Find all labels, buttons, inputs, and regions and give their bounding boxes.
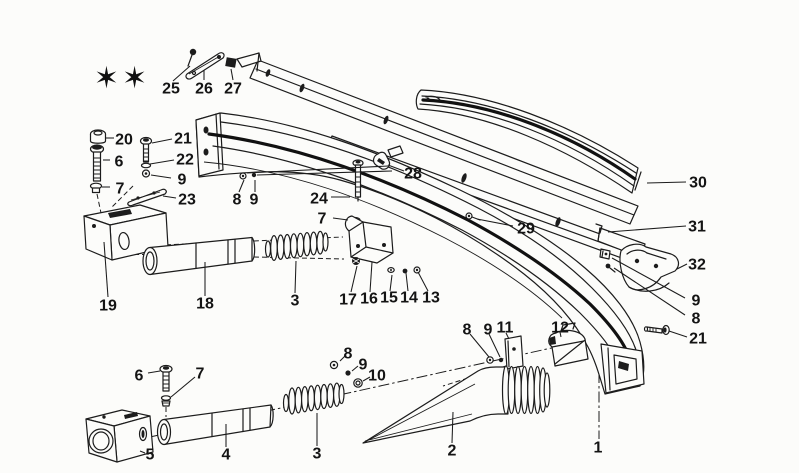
callout-11-21: 11 (497, 320, 514, 337)
callout-32-43: 32 (688, 257, 706, 274)
callout-20-30: 20 (115, 132, 133, 149)
bolt-6-lower (159, 364, 173, 392)
clip-28 (372, 151, 391, 170)
bumper-end-cap (600, 343, 645, 394)
callout-14-24: 14 (400, 290, 418, 307)
callout-7-10: 7 (196, 366, 205, 383)
callout-21-31: 21 (174, 131, 192, 148)
callout-3-3: 3 (313, 446, 322, 463)
callout-2-1: 2 (448, 443, 457, 460)
nut-17 (352, 257, 360, 265)
callout-8-14: 8 (692, 311, 701, 328)
callout-9-19: 9 (692, 293, 701, 310)
callout-6-6: 6 (115, 154, 124, 171)
bracket-32 (619, 243, 680, 292)
bolt-6-upper (89, 144, 105, 182)
callout-23-34: 23 (178, 192, 196, 209)
bolt-21-right (643, 324, 670, 336)
callout-3-2: 3 (291, 293, 300, 310)
callout-7-8: 7 (116, 181, 125, 198)
clamp-bracket-16 (344, 215, 394, 264)
screw-29 (465, 212, 481, 221)
callout-31-42: 31 (688, 219, 706, 236)
leader-lines (102, 65, 688, 454)
washer-nut-7-upper (89, 182, 103, 194)
plate-11 (504, 335, 524, 370)
washer-clip-7-lower (160, 395, 172, 407)
clamp-bracket-12 (548, 322, 589, 367)
callout-27-38: 27 (224, 81, 242, 98)
callout-15-25: 15 (380, 290, 398, 307)
callout-22-33: 22 (176, 152, 194, 169)
nut-9-left (141, 169, 151, 178)
callout-24-35: 24 (310, 191, 328, 208)
washer-13 (413, 266, 421, 274)
washer-9-lower (345, 370, 351, 376)
callout-8-13: 8 (463, 322, 472, 339)
callout-6-7: 6 (135, 368, 144, 385)
callout-9-15: 9 (178, 172, 187, 189)
callout-7-9: 7 (318, 211, 327, 228)
callout-17-27: 17 (339, 292, 357, 309)
grommet-10 (353, 378, 363, 388)
callout-9-16: 9 (250, 192, 259, 209)
washer-14 (402, 268, 408, 274)
callout-9-18: 9 (484, 322, 493, 339)
bumper-top-tab (387, 145, 404, 158)
callout-5-5: 5 (146, 447, 155, 464)
washer-22 (140, 162, 152, 169)
washer-9-mid (498, 357, 504, 363)
callout-28-39: 28 (404, 166, 422, 183)
star-marks: ✶✶ (94, 61, 150, 96)
bellows-3-upper (264, 230, 329, 262)
callout-13-23: 13 (422, 290, 440, 307)
callout-30-41: 30 (689, 175, 707, 192)
screw-9-bumper (251, 172, 257, 178)
nut-8-mid (486, 356, 494, 364)
callout-26-37: 26 (195, 81, 213, 98)
mount-block-5 (85, 409, 154, 463)
callout-29-40: 29 (517, 221, 535, 238)
callout-21-32: 21 (689, 331, 707, 348)
shock-tube-18 (142, 236, 256, 276)
bumper-bar (195, 112, 645, 395)
callout-18-28: 18 (196, 296, 214, 313)
bolt-21-left (139, 136, 153, 163)
callout-9-17: 9 (359, 357, 368, 374)
nut-27 (225, 57, 237, 68)
upper-rail (236, 52, 639, 225)
callout-25-36: 25 (162, 81, 180, 98)
washer-15 (387, 267, 395, 274)
nut-8-bumper (239, 172, 247, 180)
callout-1-0: 1 (594, 440, 603, 457)
nut-8-lower (329, 360, 339, 370)
cap-nut-20 (89, 129, 107, 144)
callout-8-11: 8 (233, 192, 242, 209)
screw-25 (187, 48, 197, 67)
shock-tube-4 (156, 404, 274, 446)
clip-nut-9-right (599, 248, 611, 260)
trim-strip-30 (415, 89, 642, 194)
bellows-3-lower (282, 382, 345, 415)
callout-12-22: 12 (551, 320, 569, 337)
callout-8-12: 8 (344, 346, 353, 363)
callout-16-26: 16 (360, 291, 378, 308)
callout-19-29: 19 (99, 298, 117, 315)
callout-10-20: 10 (368, 368, 386, 385)
strip-26 (185, 52, 225, 80)
strip-23 (127, 188, 167, 207)
bolt-24 (352, 159, 364, 202)
screw-8-right (605, 263, 616, 273)
impact-cone-2 (362, 365, 551, 444)
callout-4-4: 4 (222, 447, 231, 464)
